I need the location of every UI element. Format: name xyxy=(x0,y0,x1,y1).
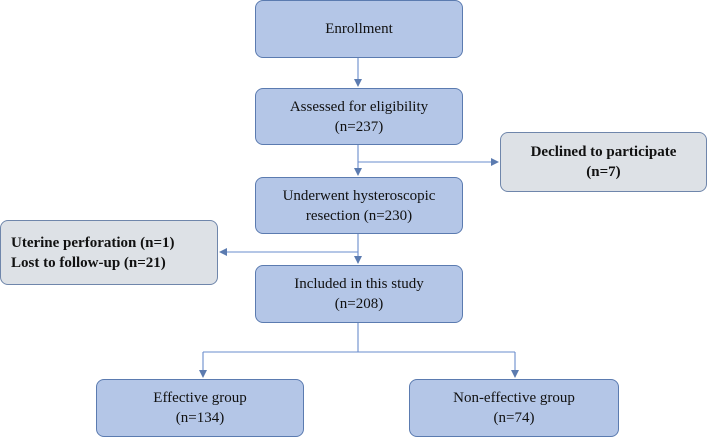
excluded-box: Uterine perforation (n=1) Lost to follow… xyxy=(0,220,218,285)
underwent-count: resection (n=230) xyxy=(305,207,413,224)
underwent-box: Underwent hysteroscopic resection (n=230… xyxy=(255,177,463,234)
enrollment-label: Enrollment xyxy=(325,21,393,37)
effective-group-count: (n=134) xyxy=(175,410,225,426)
included-box: Included in this study (n=208) xyxy=(255,265,463,323)
assessed-label: Assessed for eligibility xyxy=(289,98,429,115)
noneffective-group-box: Non-effective group (n=74) xyxy=(409,379,619,437)
noneffective-group-count: (n=74) xyxy=(493,410,535,426)
noneffective-group-label: Non-effective group xyxy=(453,390,575,406)
declined-label: Declined to participate xyxy=(530,144,677,160)
included-label: Included in this study xyxy=(294,276,424,292)
lost-to-follow-up-label: Lost to follow-up (n=21) xyxy=(11,254,166,271)
effective-group-box: Effective group (n=134) xyxy=(96,379,304,437)
uterine-perforation-label: Uterine perforation (n=1) xyxy=(11,234,175,251)
declined-box: Declined to participate (n=7) xyxy=(500,132,707,192)
underwent-label: Underwent hysteroscopic xyxy=(282,187,436,204)
included-count: (n=208) xyxy=(334,296,384,312)
effective-group-label: Effective group xyxy=(153,390,247,406)
enrollment-box: Enrollment xyxy=(255,0,463,58)
assessed-count: (n=237) xyxy=(334,118,384,135)
assessed-box: Assessed for eligibility (n=237) xyxy=(255,88,463,145)
declined-count: (n=7) xyxy=(586,164,621,180)
